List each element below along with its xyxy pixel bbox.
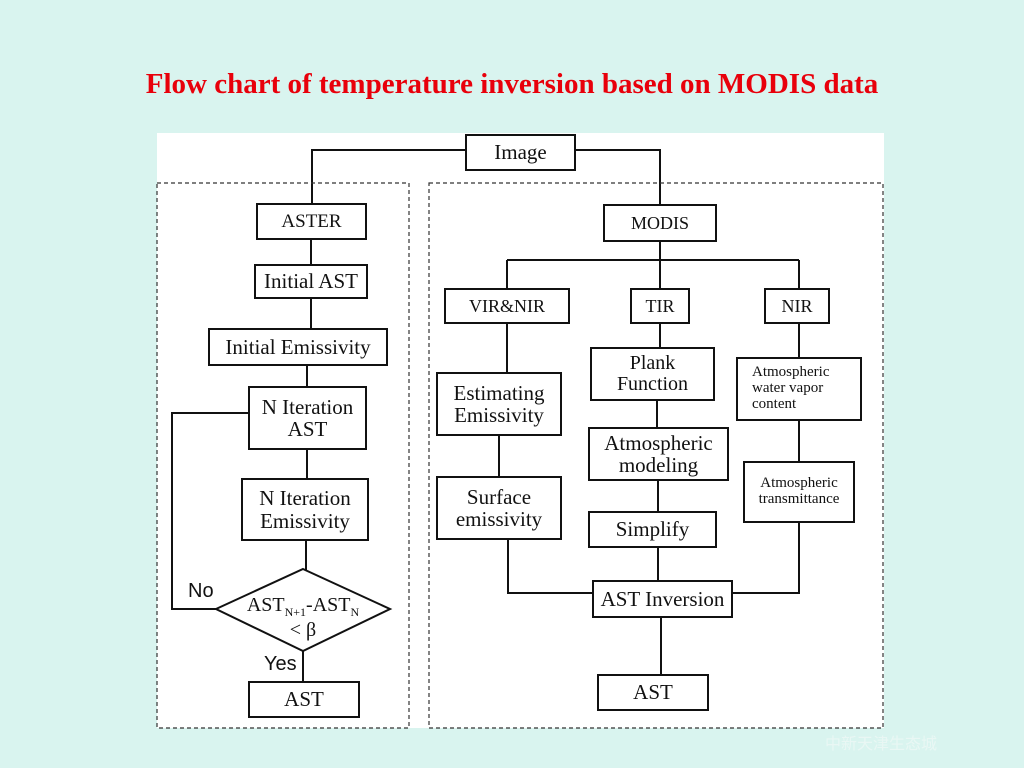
node-simplify: Simplify [588, 511, 717, 548]
node-tir: TIR [630, 288, 690, 324]
node-nir: NIR [764, 288, 830, 324]
decision-text: ASTN+1-ASTN < β [246, 594, 360, 642]
node-vir-nir: VIR&NIR [444, 288, 570, 324]
node-ast-inversion: AST Inversion [592, 580, 733, 618]
node-ast-left: AST [248, 681, 360, 718]
watermark: 中新天津生态城 [825, 734, 938, 753]
node-initial-ast: Initial AST [254, 264, 368, 299]
page-title: Flow chart of temperature inversion base… [145, 68, 879, 100]
node-ast-right: AST [597, 674, 709, 711]
node-plank-function: Plank Function [590, 347, 715, 401]
node-atmospheric-modeling: Atmospheric modeling [588, 427, 729, 481]
node-initial-emissivity: Initial Emissivity [208, 328, 388, 366]
node-n-iteration-emissivity: N Iteration Emissivity [241, 478, 369, 541]
decision-diamond [213, 567, 393, 653]
label-yes: Yes [264, 653, 297, 675]
label-no: No [188, 580, 214, 602]
node-atmospheric-water-vapor: Atmospheric water vapor content [736, 357, 862, 421]
node-aster: ASTER [256, 203, 367, 240]
node-image: Image [465, 134, 576, 171]
node-surface-emissivity: Surface emissivity [436, 476, 562, 540]
node-estimating-emissivity: Estimating Emissivity [436, 372, 562, 436]
modis-group-dashed [428, 182, 884, 729]
node-atmospheric-transmittance: Atmospheric transmittance [743, 461, 855, 523]
node-n-iteration-ast: N Iteration AST [248, 386, 367, 450]
node-modis: MODIS [603, 204, 717, 242]
aster-group-dashed [156, 182, 410, 729]
